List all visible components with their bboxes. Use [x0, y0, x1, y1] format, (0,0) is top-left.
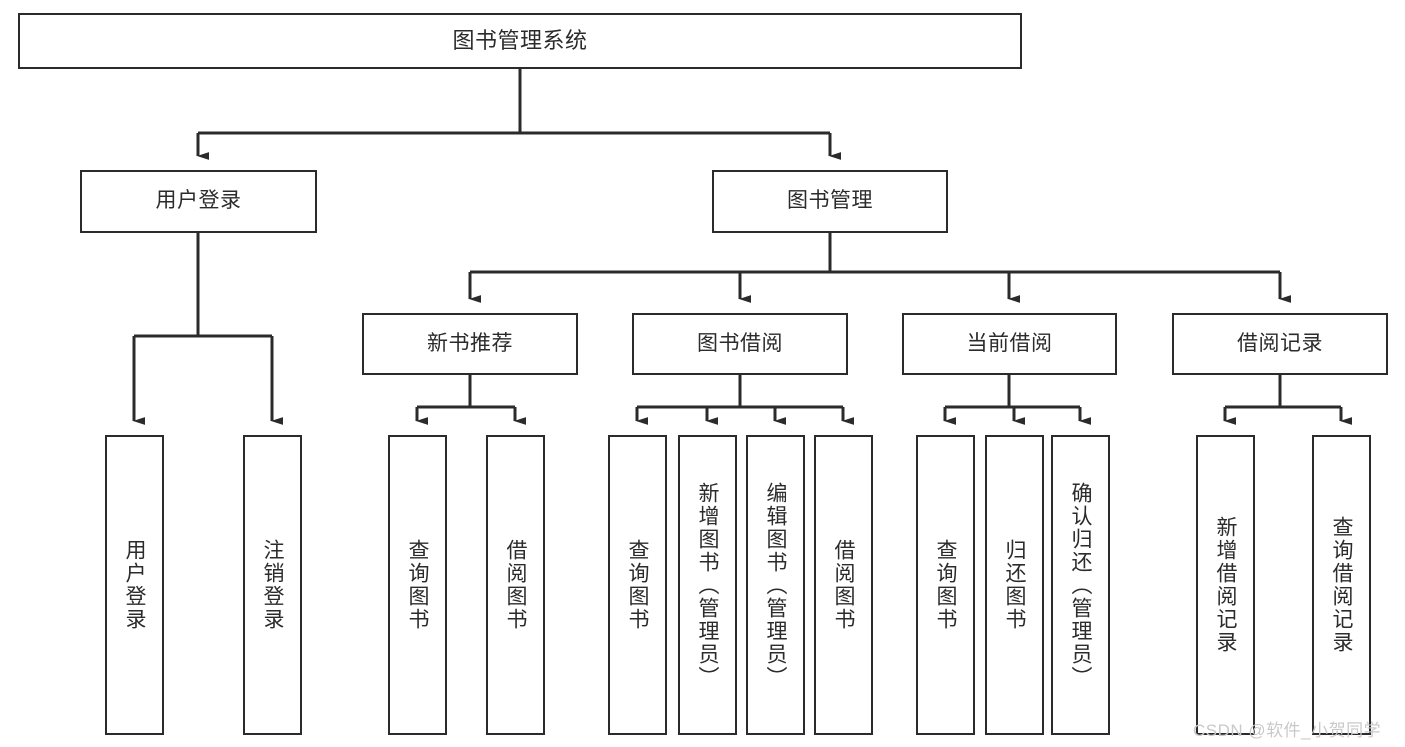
node-leaf-2-查询图书[interactable]: 查询图书: [388, 435, 447, 735]
node-label: 用户登录: [155, 189, 242, 213]
node-label: 借阅图书: [832, 539, 855, 631]
node-leaf-0-用户登录[interactable]: 用户登录: [105, 435, 164, 735]
node-leaf-8-查询图书[interactable]: 查询图书: [916, 435, 975, 735]
node-label: 注销登录: [261, 539, 284, 631]
node-level2-0-新书推荐[interactable]: 新书推荐: [362, 313, 578, 375]
watermark-csdn: CSDN @软件_小贺同学: [1193, 721, 1382, 740]
node-label: 新增借阅记录: [1214, 516, 1237, 654]
node-level2-1-图书借阅[interactable]: 图书借阅: [632, 313, 848, 375]
node-label: 用户登录: [123, 539, 146, 631]
node-label: 确认归还（管理员）: [1069, 481, 1092, 689]
node-leaf-9-归还图书[interactable]: 归还图书: [985, 435, 1044, 735]
node-leaf-10-确认归还管理员[interactable]: 确认归还（管理员）: [1051, 435, 1110, 735]
node-leaf-4-查询图书[interactable]: 查询图书: [608, 435, 667, 735]
node-label: 当前借阅: [966, 331, 1053, 355]
node-leaf-3-借阅图书[interactable]: 借阅图书: [486, 435, 545, 735]
node-label: 借阅图书: [504, 539, 527, 631]
node-label: 查询图书: [626, 539, 649, 631]
node-level1-0-用户登录[interactable]: 用户登录: [80, 170, 317, 233]
node-leaf-7-借阅图书[interactable]: 借阅图书: [814, 435, 873, 735]
node-label: 新增图书（管理员）: [696, 481, 719, 689]
node-label: 查询图书: [934, 539, 957, 631]
node-label: 查询图书: [406, 539, 429, 631]
node-level2-3-借阅记录[interactable]: 借阅记录: [1172, 313, 1388, 375]
node-level2-2-当前借阅[interactable]: 当前借阅: [902, 313, 1117, 375]
node-label: 图书管理: [787, 189, 873, 213]
node-leaf-12-查询借阅记录[interactable]: 查询借阅记录: [1312, 435, 1371, 735]
node-root-0-图书管理系统[interactable]: 图书管理系统: [18, 13, 1022, 69]
node-level1-1-图书管理[interactable]: 图书管理: [712, 170, 948, 233]
node-leaf-5-新增图书管理员[interactable]: 新增图书（管理员）: [678, 435, 737, 735]
node-label: 借阅记录: [1237, 331, 1323, 355]
node-leaf-11-新增借阅记录[interactable]: 新增借阅记录: [1196, 435, 1255, 735]
node-label: 图书管理系统: [452, 28, 588, 54]
node-label: 编辑图书（管理员）: [764, 481, 787, 689]
node-label: 新书推荐: [427, 331, 513, 355]
node-label: 图书借阅: [697, 331, 783, 355]
node-label: 查询借阅记录: [1330, 516, 1353, 654]
node-label: 归还图书: [1003, 539, 1026, 631]
node-leaf-1-注销登录[interactable]: 注销登录: [243, 435, 302, 735]
node-leaf-6-编辑图书管理员[interactable]: 编辑图书（管理员）: [746, 435, 805, 735]
